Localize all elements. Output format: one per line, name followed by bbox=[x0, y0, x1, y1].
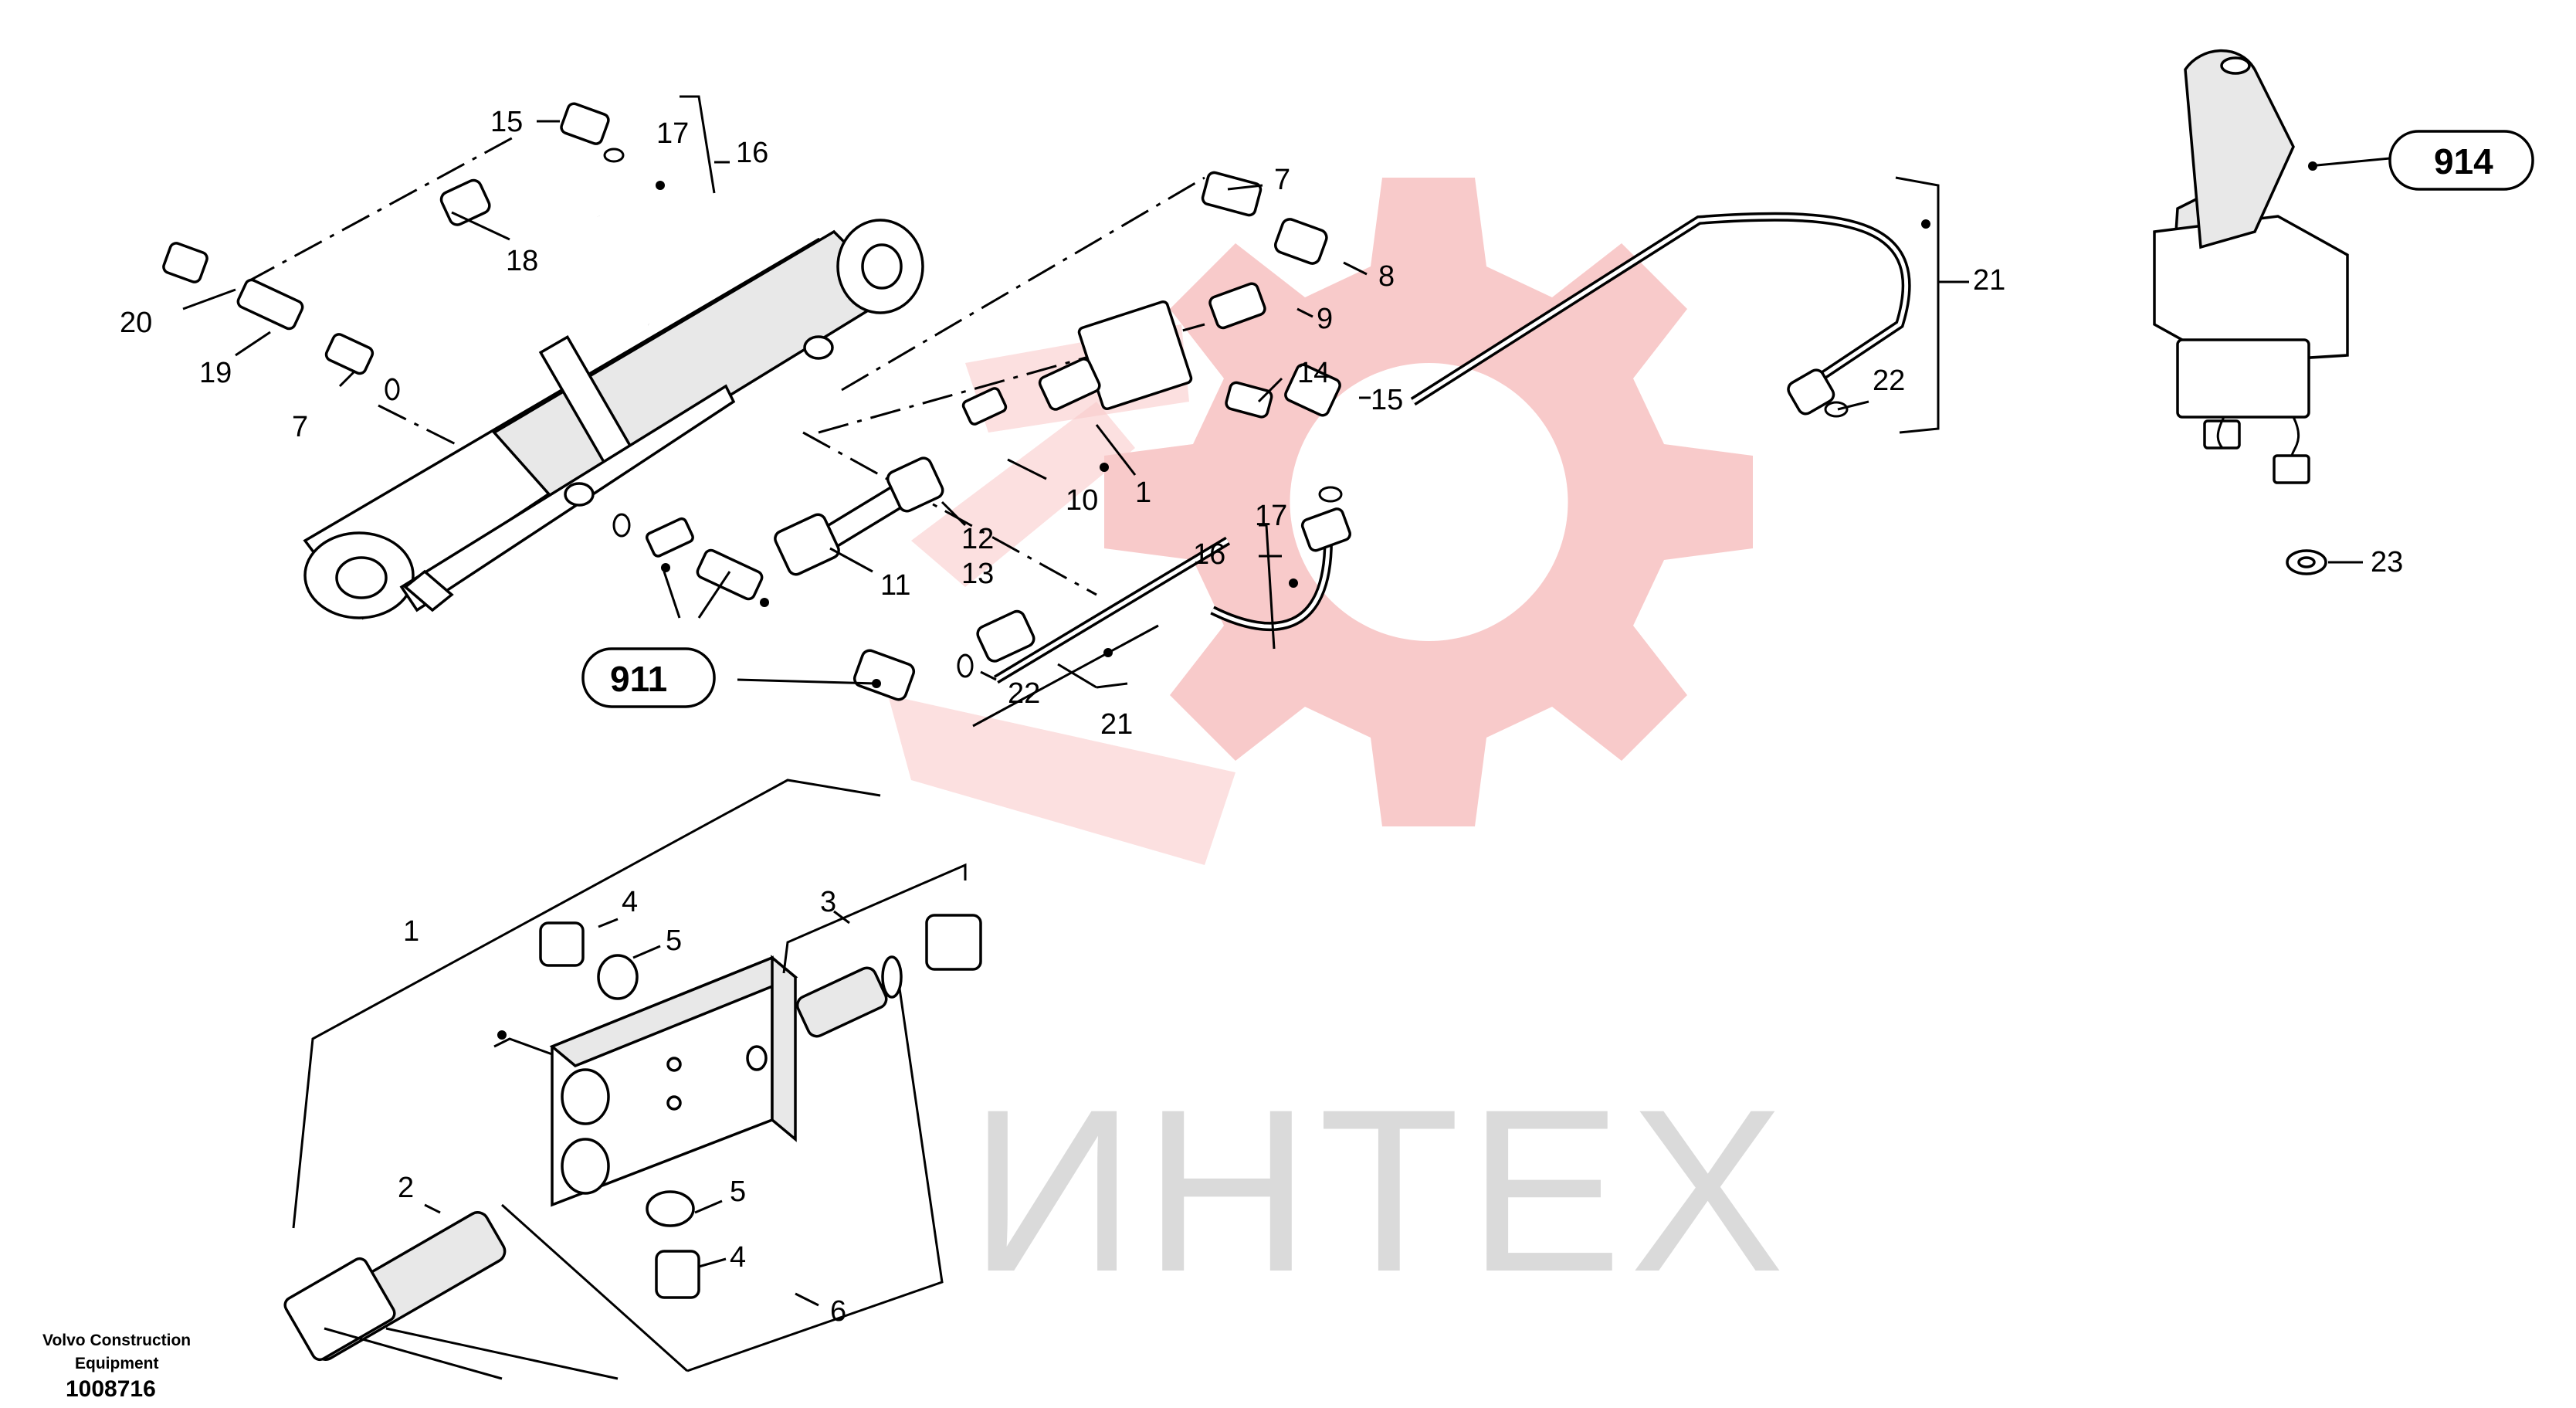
callout-15b: 15 bbox=[1371, 384, 1403, 416]
hose-16a-inner bbox=[597, 215, 649, 326]
hose-16b-inner bbox=[1211, 525, 1330, 629]
group-badge-911: 911 bbox=[581, 647, 716, 708]
washer-23 bbox=[2286, 549, 2327, 575]
callout-12: 12 bbox=[961, 523, 994, 555]
hose-21a-inner bbox=[995, 538, 1229, 682]
joystick bbox=[2153, 49, 2349, 484]
callout-16a: 16 bbox=[736, 137, 768, 169]
callout-2: 2 bbox=[398, 1172, 414, 1204]
callout-11: 11 bbox=[880, 569, 910, 602]
group-label-914: 914 bbox=[2434, 141, 2493, 182]
callout-3: 3 bbox=[820, 886, 836, 918]
callout-9: 9 bbox=[1317, 303, 1333, 335]
footer-drawing-number: 1008716 bbox=[66, 1376, 156, 1402]
callout-21a: 21 bbox=[1100, 708, 1133, 741]
callout-18: 18 bbox=[506, 245, 538, 277]
callout-1b: 1 bbox=[403, 915, 419, 948]
callout-20: 20 bbox=[120, 307, 152, 339]
leader-dots bbox=[497, 161, 2317, 1040]
callout-15a: 15 bbox=[490, 106, 523, 138]
hose-21b-inner bbox=[1412, 215, 1909, 404]
footer-brand-line2: Equipment bbox=[75, 1355, 159, 1372]
callout-5a: 5 bbox=[666, 925, 682, 957]
callout-7b: 7 bbox=[1274, 164, 1290, 196]
callout-22a: 22 bbox=[1008, 677, 1040, 710]
footer-brand-line1: Volvo Construction bbox=[42, 1332, 191, 1349]
callout-6: 6 bbox=[830, 1295, 846, 1328]
callout-23: 23 bbox=[2371, 546, 2403, 578]
callout-8: 8 bbox=[1378, 260, 1395, 293]
hydraulic-cylinder bbox=[303, 219, 924, 620]
o-rings bbox=[385, 148, 1849, 678]
callout-14: 14 bbox=[1297, 357, 1330, 389]
callout-22b: 22 bbox=[1873, 365, 1905, 397]
callout-13: 13 bbox=[961, 558, 994, 590]
callout-19: 19 bbox=[199, 357, 232, 389]
leader-lines bbox=[182, 95, 2391, 1380]
assembly-line-e bbox=[378, 404, 464, 450]
group-badge-914: 914 bbox=[2388, 130, 2534, 191]
callout-5b: 5 bbox=[730, 1176, 746, 1208]
callout-16b: 16 bbox=[1193, 538, 1225, 571]
assembly-line-b bbox=[841, 176, 1205, 392]
callout-21b: 21 bbox=[1973, 264, 2005, 297]
callout-1a: 1 bbox=[1135, 477, 1151, 509]
cartridge-3 bbox=[795, 914, 982, 1038]
assembly-brackets bbox=[292, 779, 967, 1372]
watermark-text: ИНТЕХ bbox=[969, 1060, 1792, 1320]
callout-17a: 17 bbox=[656, 117, 689, 150]
callout-4a: 4 bbox=[622, 886, 638, 918]
assembly-line-d bbox=[802, 431, 1097, 596]
callout-10: 10 bbox=[1066, 484, 1098, 517]
cartridge-2 bbox=[283, 1211, 507, 1362]
callout-17b: 17 bbox=[1255, 500, 1287, 532]
callout-4b: 4 bbox=[730, 1241, 746, 1274]
valve-block bbox=[549, 955, 798, 1207]
callout-7a: 7 bbox=[292, 411, 308, 443]
fittings bbox=[162, 102, 1835, 701]
group-label-911: 911 bbox=[610, 659, 667, 699]
watermark-gear bbox=[888, 178, 1753, 865]
plugs-and-seals bbox=[539, 921, 903, 1299]
